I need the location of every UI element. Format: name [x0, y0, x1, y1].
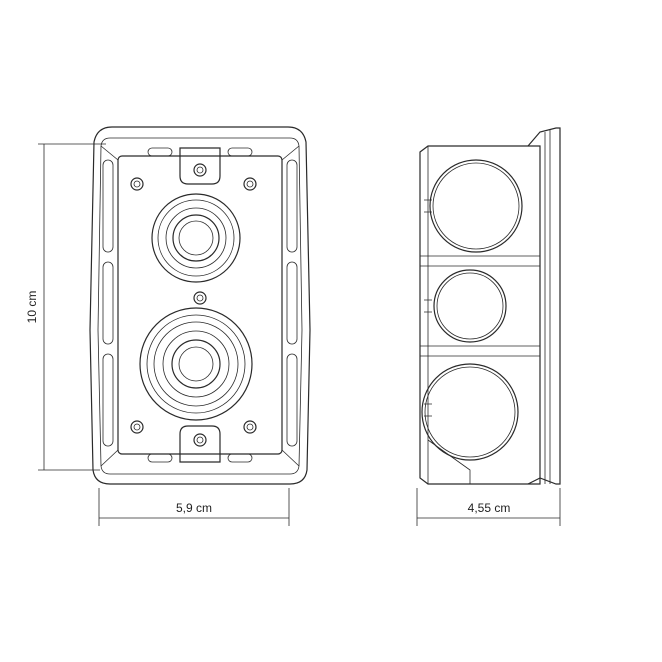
front-cavity — [117, 155, 283, 455]
side-flange — [527, 127, 561, 485]
upper-knockout — [151, 193, 241, 283]
top-screw-tab — [179, 147, 221, 185]
side-knockouts — [421, 159, 523, 461]
left-ribs — [102, 159, 114, 447]
side-view — [419, 127, 561, 485]
width-dimension — [98, 488, 290, 526]
front-inner-rim — [97, 137, 303, 475]
height-label: 10 cm — [25, 291, 39, 324]
front-outer-outline — [89, 126, 311, 485]
lower-knockout — [139, 307, 253, 421]
depth-label: 4,55 cm — [468, 501, 511, 515]
front-view — [89, 126, 311, 485]
right-ribs — [286, 159, 298, 447]
depth-dimension — [416, 488, 561, 526]
width-label: 5,9 cm — [176, 501, 212, 515]
mounting-holes — [130, 177, 257, 434]
bottom-screw-tab — [179, 425, 221, 463]
height-dimension — [38, 143, 106, 471]
